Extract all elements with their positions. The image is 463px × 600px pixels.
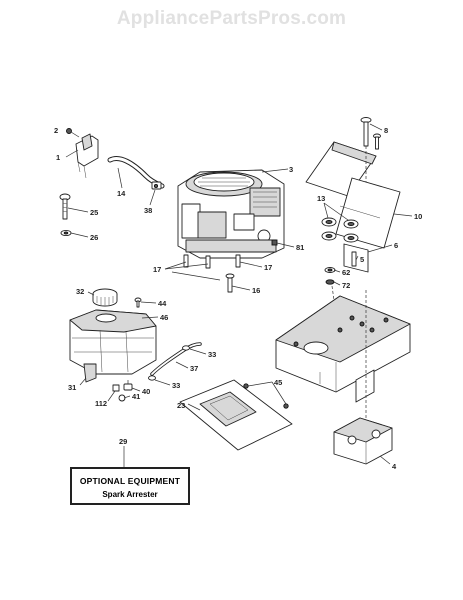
callout-3: 3 bbox=[289, 165, 293, 174]
callout-5: 5 bbox=[360, 255, 364, 264]
callout-41: 41 bbox=[132, 392, 140, 401]
callout-81: 81 bbox=[296, 243, 304, 252]
callout-10: 10 bbox=[414, 212, 422, 221]
callout-38: 38 bbox=[144, 206, 152, 215]
muffler-part[interactable] bbox=[333, 417, 393, 465]
throttle-control-part[interactable] bbox=[75, 133, 99, 179]
fuel-cap-part[interactable] bbox=[92, 288, 118, 307]
bolt-16-part[interactable] bbox=[225, 273, 235, 293]
callout-33b: 33 bbox=[172, 381, 180, 390]
hose-clamp-33b-part[interactable] bbox=[148, 375, 156, 381]
callout-37: 37 bbox=[190, 364, 198, 373]
callout-14: 14 bbox=[117, 189, 126, 198]
engine-mount-bolt-part[interactable] bbox=[183, 254, 241, 269]
washer-part[interactable] bbox=[60, 229, 72, 237]
callout-46: 46 bbox=[160, 313, 168, 322]
bolt-8-part[interactable] bbox=[360, 117, 381, 150]
heat-shield-part[interactable] bbox=[179, 379, 293, 451]
callout-8: 8 bbox=[384, 126, 388, 135]
fuel-clamp-part[interactable] bbox=[151, 181, 162, 190]
callout-72: 72 bbox=[342, 281, 350, 290]
screw-part[interactable] bbox=[66, 128, 80, 138]
callout-112: 112 bbox=[95, 399, 107, 408]
optional-equipment-title: OPTIONAL EQUIPMENT bbox=[79, 476, 181, 486]
hose-clamp-33a-part[interactable] bbox=[182, 345, 190, 351]
washer-62-part[interactable] bbox=[324, 267, 336, 273]
callout-40: 40 bbox=[142, 387, 150, 396]
watermark: AppliancePartsPros.com bbox=[116, 8, 347, 29]
callout-26: 26 bbox=[90, 233, 98, 242]
callout-13: 13 bbox=[317, 194, 325, 203]
optional-equipment-box: OPTIONAL EQUIPMENT Spark Arrester bbox=[70, 467, 190, 505]
bolt-part[interactable] bbox=[59, 193, 71, 220]
shutoff-valve-part[interactable] bbox=[123, 380, 133, 391]
callout-23: 23 bbox=[177, 401, 185, 410]
callout-17b: 17 bbox=[264, 263, 272, 272]
bolt-81-part[interactable] bbox=[271, 239, 278, 246]
bolt-5-part[interactable] bbox=[351, 251, 357, 267]
callout-25: 25 bbox=[90, 208, 98, 217]
spark-arrester-label: Spark Arrester bbox=[102, 490, 158, 499]
fuel-tank-part[interactable] bbox=[69, 309, 157, 383]
leader-lines bbox=[65, 123, 413, 467]
engine-part[interactable] bbox=[177, 169, 285, 259]
washer-72-part[interactable] bbox=[325, 279, 335, 285]
bolt-44-part[interactable] bbox=[134, 297, 142, 308]
callout-17a: 17 bbox=[153, 265, 161, 274]
callout-31: 31 bbox=[68, 383, 76, 392]
chassis-frame-part bbox=[275, 295, 411, 403]
callout-32: 32 bbox=[76, 287, 84, 296]
callout-1: 1 bbox=[56, 153, 60, 162]
spacer-13-part[interactable] bbox=[321, 217, 359, 243]
callout-labels: 2 1 14 38 3 25 26 81 17 17 16 32 44 46 3… bbox=[54, 126, 422, 471]
callout-16: 16 bbox=[252, 286, 260, 295]
callout-2: 2 bbox=[54, 126, 58, 135]
callout-33a: 33 bbox=[208, 350, 216, 359]
callout-6: 6 bbox=[394, 241, 398, 250]
callout-44: 44 bbox=[158, 299, 167, 308]
fitting-112-part[interactable] bbox=[112, 384, 120, 392]
muffler-bracket-part[interactable] bbox=[305, 141, 401, 249]
callout-45: 45 bbox=[274, 378, 282, 387]
callout-29: 29 bbox=[119, 437, 127, 446]
callout-62: 62 bbox=[342, 268, 350, 277]
callout-4: 4 bbox=[392, 462, 397, 471]
